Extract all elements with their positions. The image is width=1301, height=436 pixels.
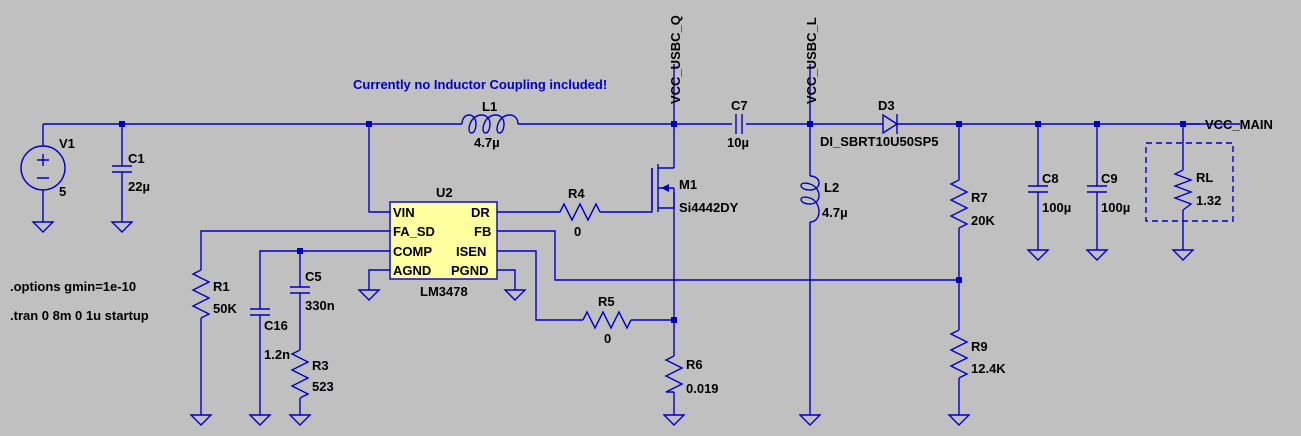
resistor-rl[interactable]: [1145, 142, 1234, 222]
u2-part: LM3478: [420, 284, 468, 299]
c5-value: 330n: [305, 298, 335, 313]
r6-ref: R6: [686, 357, 703, 372]
capacitor-c5[interactable]: [290, 286, 310, 294]
ic-u2[interactable]: VIN DR FA_SD FB COMP ISEN AGND PGND: [389, 201, 498, 280]
l1-value: 4.7µ: [474, 135, 500, 150]
c9-value: 100µ: [1101, 200, 1130, 215]
inductor-l1[interactable]: [461, 114, 519, 134]
pin-comp: COMP: [393, 244, 432, 259]
v1-value: 5: [59, 184, 66, 199]
rl-ref: RL: [1196, 170, 1213, 185]
r3-value: 523: [312, 379, 334, 394]
l2-value: 4.7µ: [822, 205, 848, 220]
c8-ref: C8: [1042, 171, 1059, 186]
voltage-source-v1[interactable]: [20, 145, 66, 191]
resistor-r5[interactable]: [582, 310, 632, 330]
c1-value: 22µ: [128, 179, 150, 194]
pin-isen: ISEN: [456, 244, 486, 259]
r4-value: 0: [574, 224, 581, 239]
capacitor-c8[interactable]: [1028, 185, 1048, 193]
r5-ref: R5: [598, 294, 615, 309]
pin-fa-sd: FA_SD: [393, 224, 435, 239]
pin-dr: DR: [471, 205, 490, 220]
r1-ref: R1: [213, 279, 230, 294]
pin-pgnd: PGND: [451, 263, 489, 278]
mosfet-m1[interactable]: [651, 164, 675, 212]
d3-ref: D3: [878, 98, 895, 113]
resistor-r7[interactable]: [949, 179, 969, 229]
r1-value: 50K: [213, 301, 237, 316]
c1-ref: C1: [128, 151, 145, 166]
c16-value: 1.2n: [264, 347, 290, 362]
r4-ref: R4: [568, 186, 585, 201]
r9-ref: R9: [971, 339, 988, 354]
resistor-r6[interactable]: [664, 355, 684, 393]
r9-value: 12.4K: [971, 361, 1006, 376]
d3-value: DI_SBRT10U50SP5: [820, 134, 939, 149]
resistor-r9[interactable]: [949, 329, 969, 379]
c16-ref: C16: [264, 318, 288, 333]
annotation-note: Currently no Inductor Coupling included!: [353, 77, 607, 92]
inductor-l2[interactable]: [800, 175, 820, 223]
diode-d3[interactable]: [879, 113, 901, 135]
v1-ref: V1: [59, 136, 75, 151]
c7-ref: C7: [731, 98, 748, 113]
l1-ref: L1: [482, 99, 497, 114]
net-label-vcc-main: VCC_MAIN: [1205, 117, 1273, 132]
ground-symbols: [31, 221, 1195, 426]
c8-value: 100µ: [1042, 200, 1071, 215]
resistor-r3[interactable]: [290, 349, 310, 399]
pin-vin: VIN: [393, 205, 415, 220]
capacitor-c7[interactable]: [735, 114, 743, 134]
wires: [42, 64, 1240, 415]
capacitor-c9[interactable]: [1087, 185, 1107, 193]
net-label-vcc-usbc-q: VCC_USBC_Q: [668, 15, 683, 104]
capacitor-c1[interactable]: [112, 165, 132, 173]
rl-value: 1.32: [1196, 193, 1221, 208]
pin-fb: FB: [474, 224, 491, 239]
c5-ref: C5: [305, 269, 322, 284]
u2-ref: U2: [436, 185, 453, 200]
l2-ref: L2: [824, 180, 839, 195]
resistor-r1[interactable]: [191, 269, 211, 319]
resistor-r4[interactable]: [559, 202, 601, 222]
spice-directive-options: .options gmin=1e-10: [10, 279, 136, 294]
m1-ref: M1: [679, 177, 697, 192]
m1-value: Si4442DY: [679, 200, 739, 215]
pin-agnd: AGND: [393, 263, 431, 278]
r7-ref: R7: [971, 190, 988, 205]
c7-value: 10µ: [727, 135, 749, 150]
net-label-vcc-usbc-l: VCC_USBC_L: [804, 17, 819, 104]
capacitor-c16[interactable]: [250, 308, 270, 316]
r7-value: 20K: [971, 213, 995, 228]
r6-value: 0.019: [686, 381, 719, 396]
spice-directive-tran: .tran 0 8m 0 1u startup: [10, 308, 149, 323]
c9-ref: C9: [1101, 171, 1118, 186]
r5-value: 0: [604, 331, 611, 346]
r3-ref: R3: [312, 358, 329, 373]
junctions: [119, 121, 1186, 323]
